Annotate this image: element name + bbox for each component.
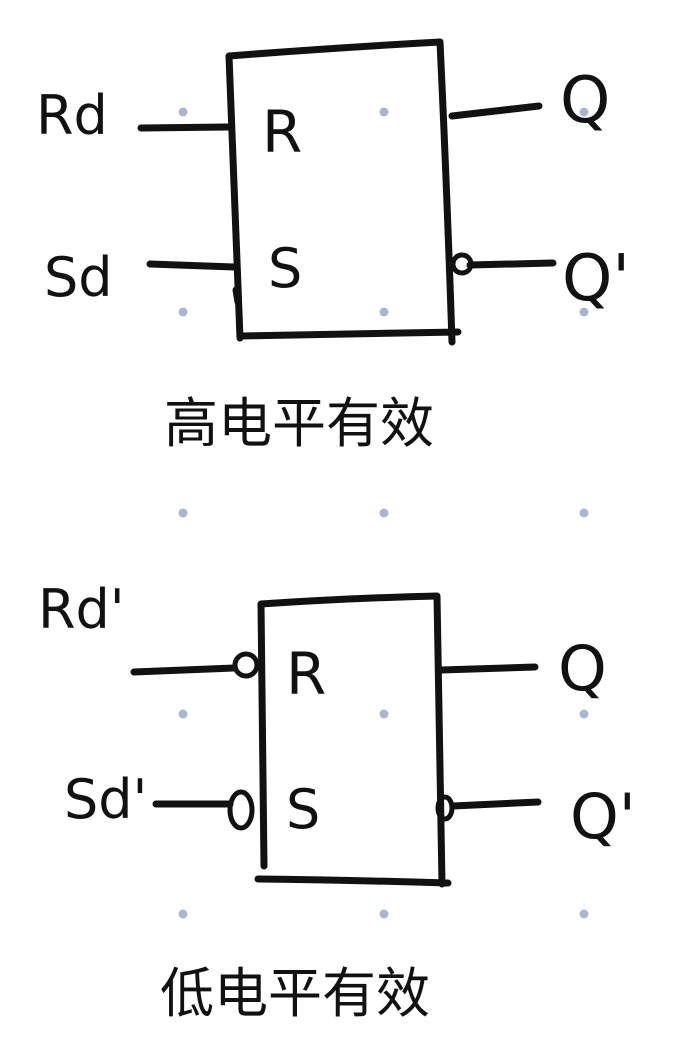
- wire-q: [448, 102, 543, 120]
- grid-dot: [178, 508, 188, 518]
- wire-sd-tail: [232, 286, 242, 306]
- caption-high: 高电平有效: [164, 392, 434, 455]
- grid-dot: [379, 508, 389, 518]
- latch-block-high: [225, 38, 462, 346]
- grid-dot: [579, 107, 589, 117]
- label-q-low: Q: [558, 632, 607, 705]
- grid-dot: [178, 709, 188, 719]
- grid-dot: [579, 307, 589, 317]
- label-sd: Sd: [44, 246, 113, 309]
- sr-latch-active-low: Rd' Sd' R S Q Q' 低电平有效: [38, 578, 636, 1025]
- dot-grid: [178, 107, 589, 919]
- label-qn-high: Q': [562, 242, 630, 316]
- latch-block-low: [254, 592, 452, 888]
- pin-s-high: S: [268, 237, 302, 300]
- grid-dot: [579, 909, 589, 919]
- sr-latch-active-high: Rd Sd R S Q Q' 高电平有效: [36, 38, 630, 455]
- grid-dot: [178, 307, 188, 317]
- inversion-bubble-qn-low: [435, 794, 455, 822]
- label-rd-n: Rd': [38, 578, 125, 641]
- wire-rd-n: [130, 664, 238, 676]
- grid-dot: [379, 107, 389, 117]
- grid-dot: [178, 107, 188, 117]
- pin-r-low: R: [286, 640, 326, 708]
- caption-low: 低电平有效: [160, 962, 430, 1025]
- wire-rd: [137, 123, 232, 132]
- pin-s-low: S: [286, 778, 320, 841]
- label-rd: Rd: [36, 84, 108, 147]
- inversion-bubble-rd: [232, 651, 260, 679]
- grid-dot: [379, 307, 389, 317]
- grid-dot: [379, 909, 389, 919]
- grid-dot: [579, 508, 589, 518]
- label-sd-n: Sd': [64, 768, 147, 831]
- wire-qn: [466, 259, 557, 269]
- label-q-high: Q: [560, 64, 610, 138]
- label-qn-low: Q': [570, 780, 636, 853]
- wire-qn-low: [449, 798, 542, 810]
- inversion-bubble-sd: [227, 789, 255, 831]
- grid-dot: [579, 709, 589, 719]
- grid-dot: [379, 709, 389, 719]
- inversion-bubble-qn: [450, 252, 474, 276]
- wire-sd: [146, 260, 238, 271]
- grid-dot: [178, 909, 188, 919]
- pin-r-high: R: [262, 98, 302, 166]
- wire-q-low: [437, 663, 539, 674]
